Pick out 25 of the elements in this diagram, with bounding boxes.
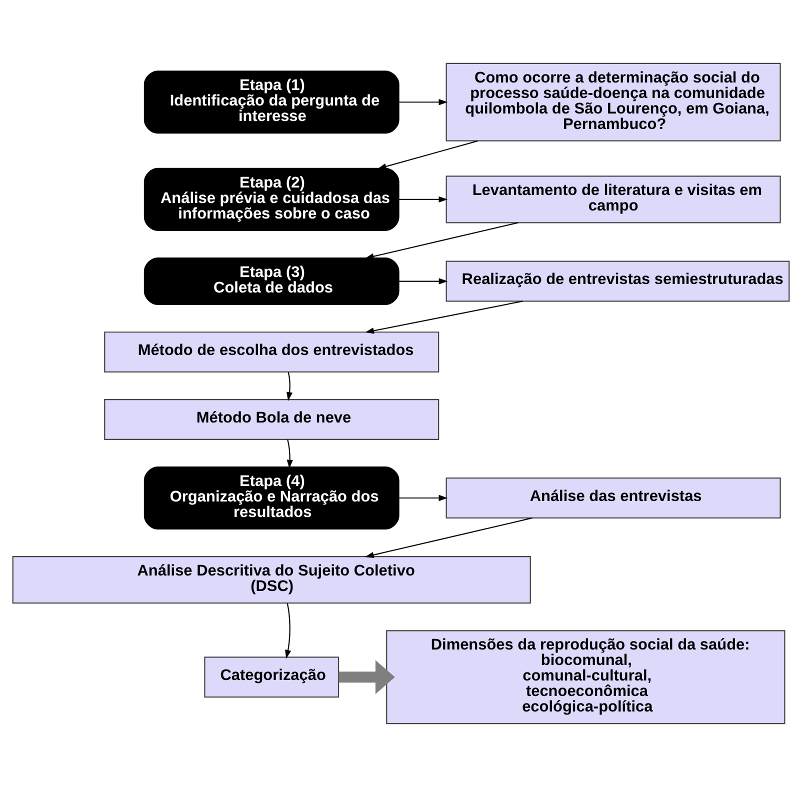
node-box: Etapa (1) Identificação da pergunta de interesse	[144, 70, 400, 134]
node-box: Levantamento de literatura e visitas em campo	[446, 176, 781, 224]
node-box: Método de escolha dos entrevistados	[104, 332, 440, 372]
node-box: Etapa (3) Coleta de dados	[144, 257, 400, 306]
arrow	[399, 278, 448, 284]
arrow	[286, 372, 293, 401]
arrow	[364, 222, 518, 260]
node-box: Análise Descritiva do Sujeito Coletivo (DSC)	[12, 556, 531, 604]
arrow	[338, 660, 395, 694]
node-box: Como ocorre a determinação social do processo saúde-doença na comunidade quilombola de São Lourenço, em Goiana, Pernambuco?	[446, 62, 781, 142]
node-box: Método Bola de neve	[104, 399, 440, 440]
arrow	[377, 140, 478, 170]
node-box: Realização de entrevistas semiestruturadas	[446, 260, 790, 302]
node-box: Análise das entrevistas	[446, 478, 781, 518]
arrow	[399, 99, 448, 106]
arrow	[365, 300, 523, 334]
node-box: Dimensões da reprodução social da saúde: biocomunal, comunal-cultural, tecnoeconômica ecológica-política	[386, 630, 786, 724]
node-box: Etapa (2) Análise prévia e cuidadosa das informações sobre o caso	[144, 168, 400, 231]
arrow	[399, 494, 448, 502]
arrow	[399, 196, 448, 203]
arrow	[285, 603, 292, 659]
arrow	[364, 517, 532, 558]
arrow	[286, 439, 293, 469]
node-box: Etapa (4) Organização e Narração dos resultados	[144, 466, 400, 530]
node-box: Categorização	[204, 656, 340, 698]
